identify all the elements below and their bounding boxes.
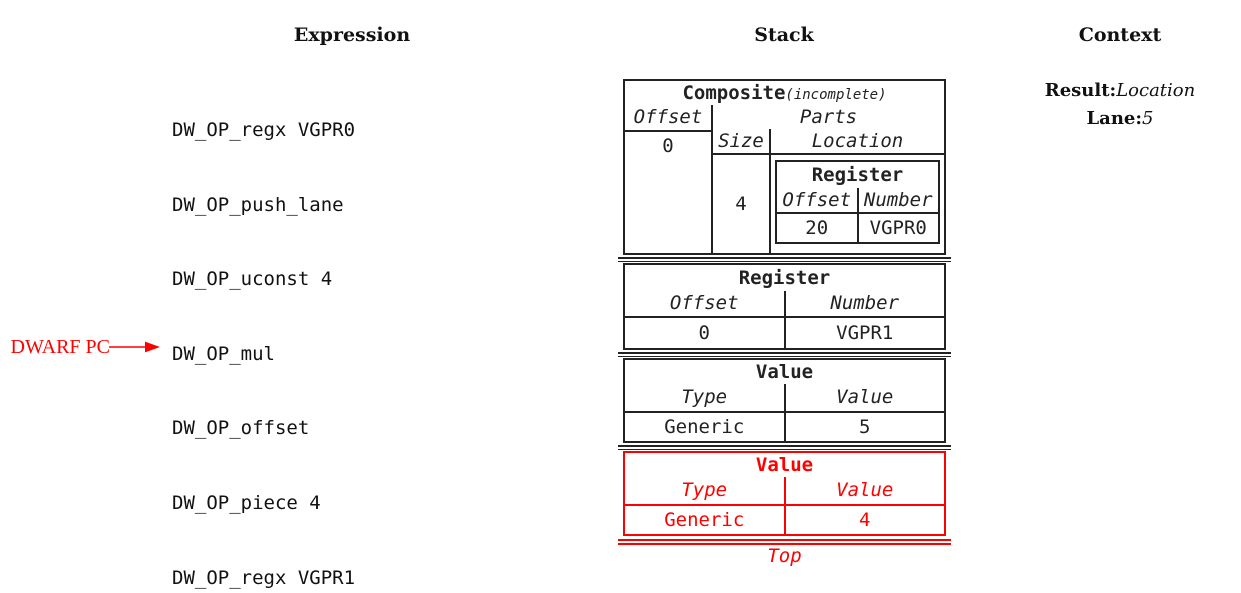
composite-qualifier: (incomplete) [785,87,887,103]
composite-parts-body: Size 4 Location Register Offset Numbe [713,129,944,253]
part-location-register-table: Register Offset Number 20 VGPR0 [775,160,940,244]
expression-op: DW_OP_offset [172,417,310,440]
context-block: Result:Location Lane:5 [1000,77,1240,133]
composite-title: Composite(incomplete) [625,81,944,105]
nested-register-header-row: Offset Number [777,188,938,214]
stack-slot-divider [618,257,951,262]
part-location-body: Register Offset Number 20 VGPR0 [771,155,944,253]
stack-top-divider [618,539,951,545]
context-result-label: Result: [1044,80,1117,101]
value-type-header: Type [681,386,728,408]
part-location-column: Location Register Offset Number 2 [771,129,944,253]
composite-offset-value: 0 [662,135,674,157]
context-lane-label: Lane: [1086,108,1143,129]
value-header-row: Type Value [625,384,944,413]
composite-parts-header: Parts [799,106,858,128]
nested-register-number-header: Number [856,188,939,212]
value-type-value: Generic [664,416,745,438]
context-column-title: Context [1078,24,1162,46]
expression-op: DW_OP_push_lane [172,193,344,216]
register-value-row: 0 VGPR1 [625,318,944,348]
value-value-header: Value [783,384,945,411]
expression-op: DW_OP_piece 4 [172,491,321,514]
nested-register-offset-header: Offset [782,189,852,211]
stack-slot-divider [618,445,951,450]
dwarf-pc-label: DWARF PC [10,336,110,358]
dwarf-pc-arrow-icon [109,341,160,353]
expression-op: DW_OP_regx VGPR1 [172,566,356,589]
register-offset-header: Offset [669,292,739,314]
expression-op: DW_OP_regx VGPR0 [172,119,356,141]
register-header-row: Offset Number [625,291,944,318]
composite-title-text: Composite [682,82,786,104]
register-number-header: Number [783,291,945,316]
value-value-row: Generic 4 [625,506,944,534]
value-type-header: Type [681,479,728,501]
value-title: Value [755,454,814,476]
value-value-header: Value [783,477,945,504]
nested-register-number-value: VGPR0 [856,214,939,242]
context-result-value: Location [1116,80,1196,101]
stack-entry-value: Value Type Value Generic 5 [623,358,946,443]
stack-entry-composite: Composite(incomplete) Offset 0 Parts Siz… [623,79,946,255]
composite-offset-header: Offset [625,105,711,132]
part-size-value: 4 [735,193,747,215]
stack-column-title: Stack [754,24,814,46]
register-number-value: VGPR1 [783,318,945,348]
composite-parts-column: Parts Size 4 Location Register [713,105,944,253]
value-title: Value [755,361,814,383]
expression-op: DW_OP_uconst 4 [172,268,333,291]
register-title: Register [738,267,831,289]
nested-register-value-row: 20 VGPR0 [777,214,938,242]
value-value-row: Generic 5 [625,413,944,441]
context-lane-value: 5 [1142,108,1154,129]
nested-register-offset-value: 20 [805,217,829,239]
nested-register-title: Register [811,164,904,186]
context-result-line: Result:Location [1000,77,1240,105]
stack-slot-divider [618,352,951,357]
expression-column-title: Expression [293,24,411,46]
part-size-header: Size [713,129,769,155]
value-type-value: Generic [664,509,745,531]
part-location-header: Location [771,129,944,155]
composite-body: Offset 0 Parts Size 4 Location [625,105,944,253]
context-lane-line: Lane:5 [1000,105,1240,133]
stack-top-label: Top [767,545,802,567]
part-size-column: Size 4 [713,129,771,253]
composite-offset-column: Offset 0 [625,105,713,253]
stack-entry-value-top: Value Type Value Generic 4 [623,451,946,536]
stack-column: Composite(incomplete) Offset 0 Parts Siz… [618,79,951,567]
expression-op: DW_OP_mul [172,342,275,365]
expression-op-list: DW_OP_regx VGPR0 DW_OP_push_lane DW_OP_u… [172,71,355,593]
value-header-row: Type Value [625,477,944,506]
register-offset-value: 0 [698,322,710,344]
value-value-value: 4 [783,506,945,534]
value-value-value: 5 [783,413,945,441]
stack-entry-register: Register Offset Number 0 VGPR1 [623,263,946,350]
